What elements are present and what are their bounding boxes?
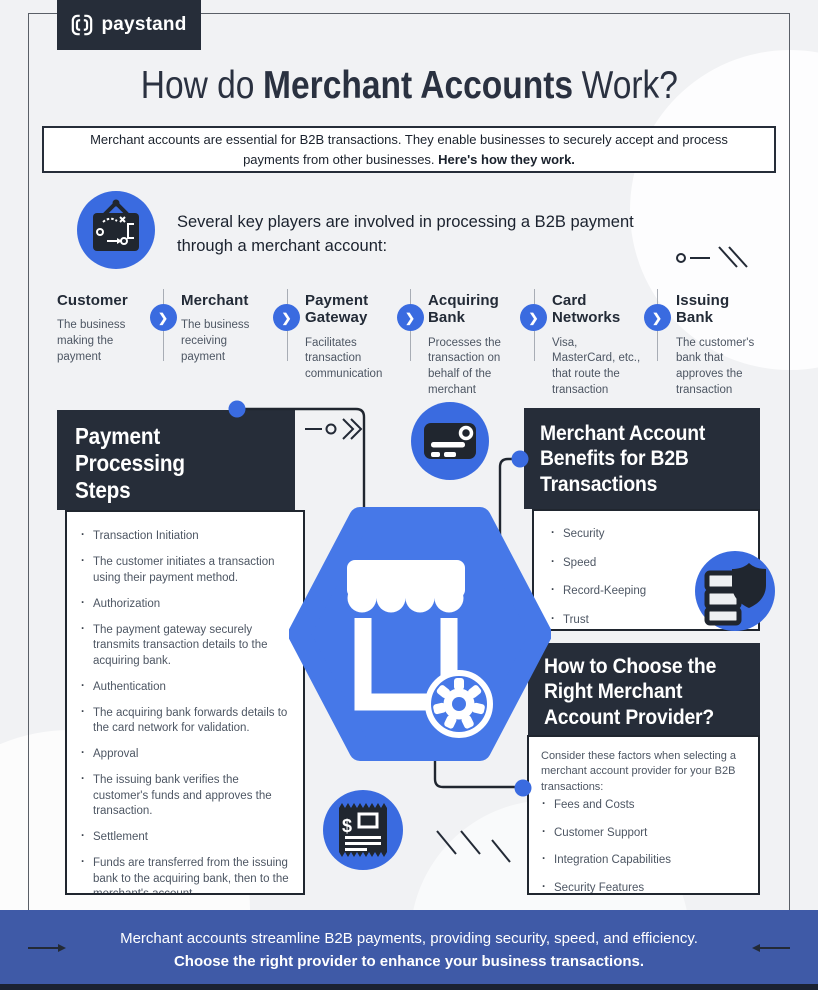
choose-item: Security Features	[541, 880, 754, 893]
frame-arrowhead-right	[752, 944, 760, 952]
strategy-icon	[77, 191, 155, 269]
frame-arrow-right	[760, 947, 790, 949]
logo-text: paystand	[101, 14, 187, 35]
paystand-logo-icon	[72, 14, 93, 36]
player-acquiring-bank: Acquiring Bank Processes the transaction…	[428, 292, 518, 399]
arrow-glyph: ❯	[528, 310, 539, 325]
flow-arrow-icon: ❯	[396, 304, 424, 331]
steps-title: Payment Processing Steps	[75, 423, 185, 504]
ledger-shield-icon	[695, 551, 775, 631]
arrow-glyph: ❯	[281, 310, 292, 325]
intro-box: Merchant accounts are essential for B2B …	[42, 126, 776, 173]
player-desc: Visa, MasterCard, etc., that route the t…	[552, 336, 641, 397]
player-title: Merchant	[181, 292, 249, 309]
benefits-title: Merchant Account Benefits for B2B Transa…	[540, 421, 706, 496]
arrow-glyph: ❯	[404, 310, 416, 325]
step-item: The customer initiates a transaction usi…	[80, 554, 297, 586]
player-desc: Processes the transaction on behalf of t…	[428, 336, 501, 397]
flow-arrow-icon: ❯	[273, 304, 300, 331]
player-desc: Facilitates transaction communication	[305, 336, 383, 381]
intro-bold-text: Here's how they work.	[438, 151, 575, 167]
player-title: Customer	[57, 292, 128, 309]
choose-item: Integration Capabilities	[541, 852, 754, 869]
intro-text: Merchant accounts are essential for B2B …	[90, 132, 728, 167]
merchant-store-hexagon	[289, 507, 551, 761]
storefront-icon	[347, 560, 465, 711]
footer-line2: Choose the right provider to enhance you…	[173, 953, 645, 971]
receipt-icon: $	[323, 790, 403, 870]
choose-intro: Consider these factors when selecting a …	[541, 750, 737, 793]
step-item: Authorization	[80, 596, 297, 613]
frame-arrow-left	[28, 947, 58, 949]
footer-line1: Merchant accounts streamline B2B payment…	[120, 930, 698, 947]
player-title: Issuing Bank	[676, 292, 730, 327]
steps-header-box: Payment Processing Steps	[57, 410, 295, 510]
title-post: Work?	[581, 64, 678, 107]
step-item: Funds are transferred from the issuing b…	[80, 855, 297, 893]
frame-line-left	[28, 13, 29, 947]
choose-title: How to Choose the Right Merchant Account…	[544, 654, 717, 729]
benefit-item: Trust	[550, 612, 750, 629]
credit-card-icon	[411, 402, 489, 480]
paystand-logo: paystand	[57, 0, 201, 50]
arrow-glyph: ❯	[651, 310, 663, 325]
flow-arrow-icon: ❯	[643, 304, 671, 331]
bottom-strip	[0, 984, 818, 990]
gear-icon	[425, 670, 493, 738]
flow-arrow-icon: ❯	[520, 304, 547, 331]
player-desc: The business receiving payment	[181, 319, 250, 363]
footer-banner: Merchant accounts streamline B2B payment…	[0, 910, 818, 984]
player-merchant: Merchant The business receiving payment	[181, 292, 271, 366]
arrow-glyph: ❯	[157, 310, 169, 325]
step-item: The payment gateway securely transmits t…	[80, 622, 297, 670]
player-title: Payment Gateway	[305, 292, 369, 327]
player-card-networks: Card Networks Visa, MasterCard, etc., th…	[552, 292, 642, 399]
step-item: Approval	[80, 746, 297, 763]
player-title: Acquiring Bank	[428, 292, 499, 327]
choose-header-box: How to Choose the Right Merchant Account…	[528, 643, 760, 735]
frame-line-right	[789, 13, 790, 947]
player-customer: Customer The business making the payment	[57, 292, 147, 366]
player-desc: The business making the payment	[57, 319, 126, 363]
steps-list-box: Transaction Initiation The customer init…	[65, 510, 305, 895]
step-item: Authentication	[80, 679, 297, 696]
choose-item: Fees and Costs	[541, 797, 754, 814]
player-title: Card Networks	[552, 292, 621, 327]
step-item: Settlement	[80, 829, 297, 846]
choose-list-box: Consider these factors when selecting a …	[527, 735, 760, 895]
frame-arrowhead-left	[58, 944, 66, 952]
flow-arrow-icon: ❯	[149, 304, 177, 331]
title-pre: How do	[140, 64, 255, 107]
player-payment-gateway: Payment Gateway Facilitates transaction …	[305, 292, 395, 383]
player-desc: The customer's bank that approves the tr…	[676, 336, 755, 397]
step-item: Transaction Initiation	[80, 528, 297, 545]
dollar-glyph: $	[342, 816, 352, 836]
key-players-heading: Several key players are involved in proc…	[177, 213, 634, 255]
benefit-item: Security	[550, 526, 750, 543]
player-issuing-bank: Issuing Bank The customer's bank that ap…	[676, 292, 766, 399]
choose-item: Customer Support	[541, 825, 754, 842]
benefits-header-box: Merchant Account Benefits for B2B Transa…	[524, 408, 760, 509]
step-item: The issuing bank verifies the customer's…	[80, 772, 297, 820]
step-item: The acquiring bank forwards details to t…	[80, 705, 297, 737]
benefit-item: Record-Keeping	[550, 583, 750, 600]
frame-line-top	[28, 13, 790, 14]
title-bold: Merchant Accounts	[262, 64, 573, 107]
benefit-item: Speed	[550, 555, 750, 572]
